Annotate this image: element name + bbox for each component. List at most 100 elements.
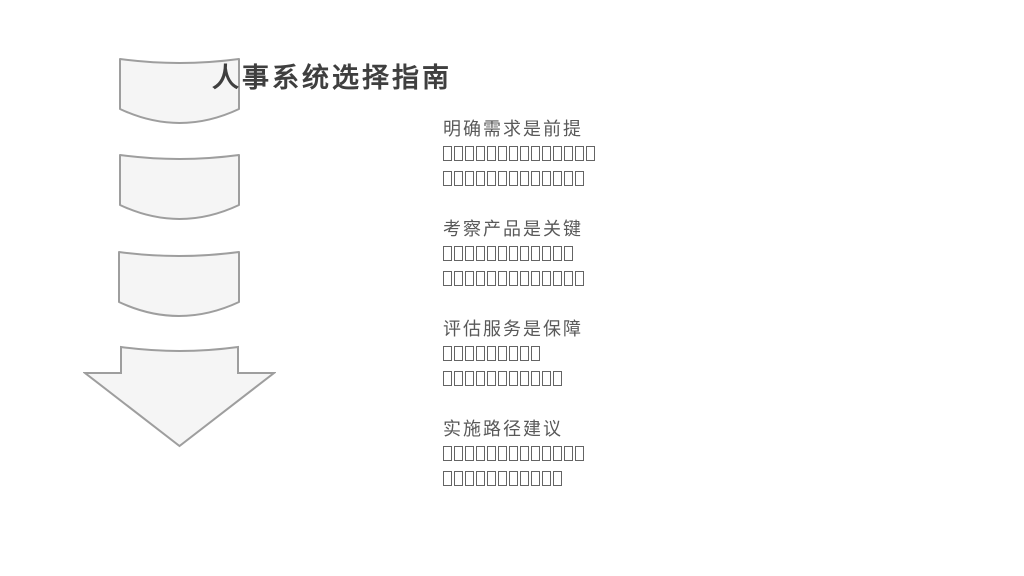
missing-glyph-box <box>542 146 551 161</box>
missing-glyph-box <box>542 471 551 486</box>
down-arrow-shape <box>83 345 276 448</box>
section-heading: 评估服务是保障 <box>443 319 583 339</box>
placeholder-text-line <box>443 242 823 267</box>
missing-glyph-box <box>520 446 529 461</box>
section-heading: 明确需求是前提 <box>443 119 583 139</box>
missing-glyph-box <box>564 446 573 461</box>
section-heading: 实施路径建议 <box>443 419 563 439</box>
missing-glyph-box <box>454 471 463 486</box>
missing-glyph-box <box>531 271 540 286</box>
missing-glyph-box <box>498 446 507 461</box>
missing-glyph-box <box>520 246 529 261</box>
missing-glyph-box <box>553 146 562 161</box>
missing-glyph-box <box>476 171 485 186</box>
missing-glyph-box <box>465 371 474 386</box>
missing-glyph-box <box>487 446 496 461</box>
placeholder-text-line <box>443 167 823 192</box>
missing-glyph-box <box>465 271 474 286</box>
missing-glyph-box <box>454 346 463 361</box>
placeholder-text-line <box>443 142 823 167</box>
missing-glyph-box <box>465 471 474 486</box>
missing-glyph-box <box>520 371 529 386</box>
missing-glyph-box <box>476 446 485 461</box>
placeholder-text-line <box>443 442 823 467</box>
content-column: 明确需求是前提 考察产品是关键 评估服务是保障 实施路径建议 <box>443 117 823 517</box>
missing-glyph-box <box>487 346 496 361</box>
missing-glyph-box <box>498 171 507 186</box>
missing-glyph-box <box>553 446 562 461</box>
missing-glyph-box <box>542 371 551 386</box>
missing-glyph-box <box>531 246 540 261</box>
page-title: 人事系统选择指南 <box>212 63 452 93</box>
missing-glyph-box <box>443 171 452 186</box>
missing-glyph-box <box>465 146 474 161</box>
missing-glyph-box <box>454 371 463 386</box>
missing-glyph-box <box>553 171 562 186</box>
missing-glyph-box <box>564 171 573 186</box>
missing-glyph-box <box>476 146 485 161</box>
missing-glyph-box <box>487 246 496 261</box>
down-arrow-icon <box>83 345 276 448</box>
missing-glyph-box <box>476 471 485 486</box>
flow-step-shape-2 <box>119 154 240 220</box>
missing-glyph-box <box>531 446 540 461</box>
missing-glyph-box <box>564 246 573 261</box>
missing-glyph-box <box>531 471 540 486</box>
missing-glyph-box <box>443 246 452 261</box>
missing-glyph-box <box>498 346 507 361</box>
missing-glyph-box <box>564 146 573 161</box>
section-requirements: 明确需求是前提 <box>443 117 823 192</box>
missing-glyph-box <box>476 271 485 286</box>
missing-glyph-box <box>487 171 496 186</box>
cylinder-segment-icon <box>118 251 240 317</box>
section-heading: 考察产品是关键 <box>443 219 583 239</box>
placeholder-text-line <box>443 367 823 392</box>
missing-glyph-box <box>520 171 529 186</box>
missing-glyph-box <box>509 371 518 386</box>
placeholder-text-line <box>443 267 823 292</box>
missing-glyph-box <box>443 271 452 286</box>
missing-glyph-box <box>454 446 463 461</box>
cylinder-segment-icon <box>119 154 240 220</box>
missing-glyph-box <box>586 146 595 161</box>
missing-glyph-box <box>443 346 452 361</box>
missing-glyph-box <box>476 346 485 361</box>
missing-glyph-box <box>520 271 529 286</box>
missing-glyph-box <box>498 146 507 161</box>
missing-glyph-box <box>454 271 463 286</box>
missing-glyph-box <box>509 471 518 486</box>
placeholder-text-line <box>443 467 823 492</box>
missing-glyph-box <box>575 171 584 186</box>
missing-glyph-box <box>531 371 540 386</box>
flow-step-shape-3 <box>118 251 240 317</box>
missing-glyph-box <box>509 446 518 461</box>
missing-glyph-box <box>498 471 507 486</box>
cylinder-segment-icon <box>119 58 240 124</box>
missing-glyph-box <box>509 146 518 161</box>
missing-glyph-box <box>553 471 562 486</box>
missing-glyph-box <box>487 271 496 286</box>
missing-glyph-box <box>531 146 540 161</box>
section-product: 考察产品是关键 <box>443 217 823 292</box>
missing-glyph-box <box>553 371 562 386</box>
missing-glyph-box <box>520 346 529 361</box>
missing-glyph-box <box>553 271 562 286</box>
missing-glyph-box <box>564 271 573 286</box>
missing-glyph-box <box>498 371 507 386</box>
missing-glyph-box <box>542 271 551 286</box>
missing-glyph-box <box>443 146 452 161</box>
missing-glyph-box <box>575 271 584 286</box>
missing-glyph-box <box>509 171 518 186</box>
missing-glyph-box <box>520 146 529 161</box>
missing-glyph-box <box>487 471 496 486</box>
missing-glyph-box <box>509 346 518 361</box>
missing-glyph-box <box>465 446 474 461</box>
missing-glyph-box <box>465 246 474 261</box>
missing-glyph-box <box>487 146 496 161</box>
missing-glyph-box <box>454 171 463 186</box>
section-service: 评估服务是保障 <box>443 317 823 392</box>
missing-glyph-box <box>542 446 551 461</box>
missing-glyph-box <box>443 371 452 386</box>
missing-glyph-box <box>509 246 518 261</box>
section-implementation: 实施路径建议 <box>443 417 823 492</box>
